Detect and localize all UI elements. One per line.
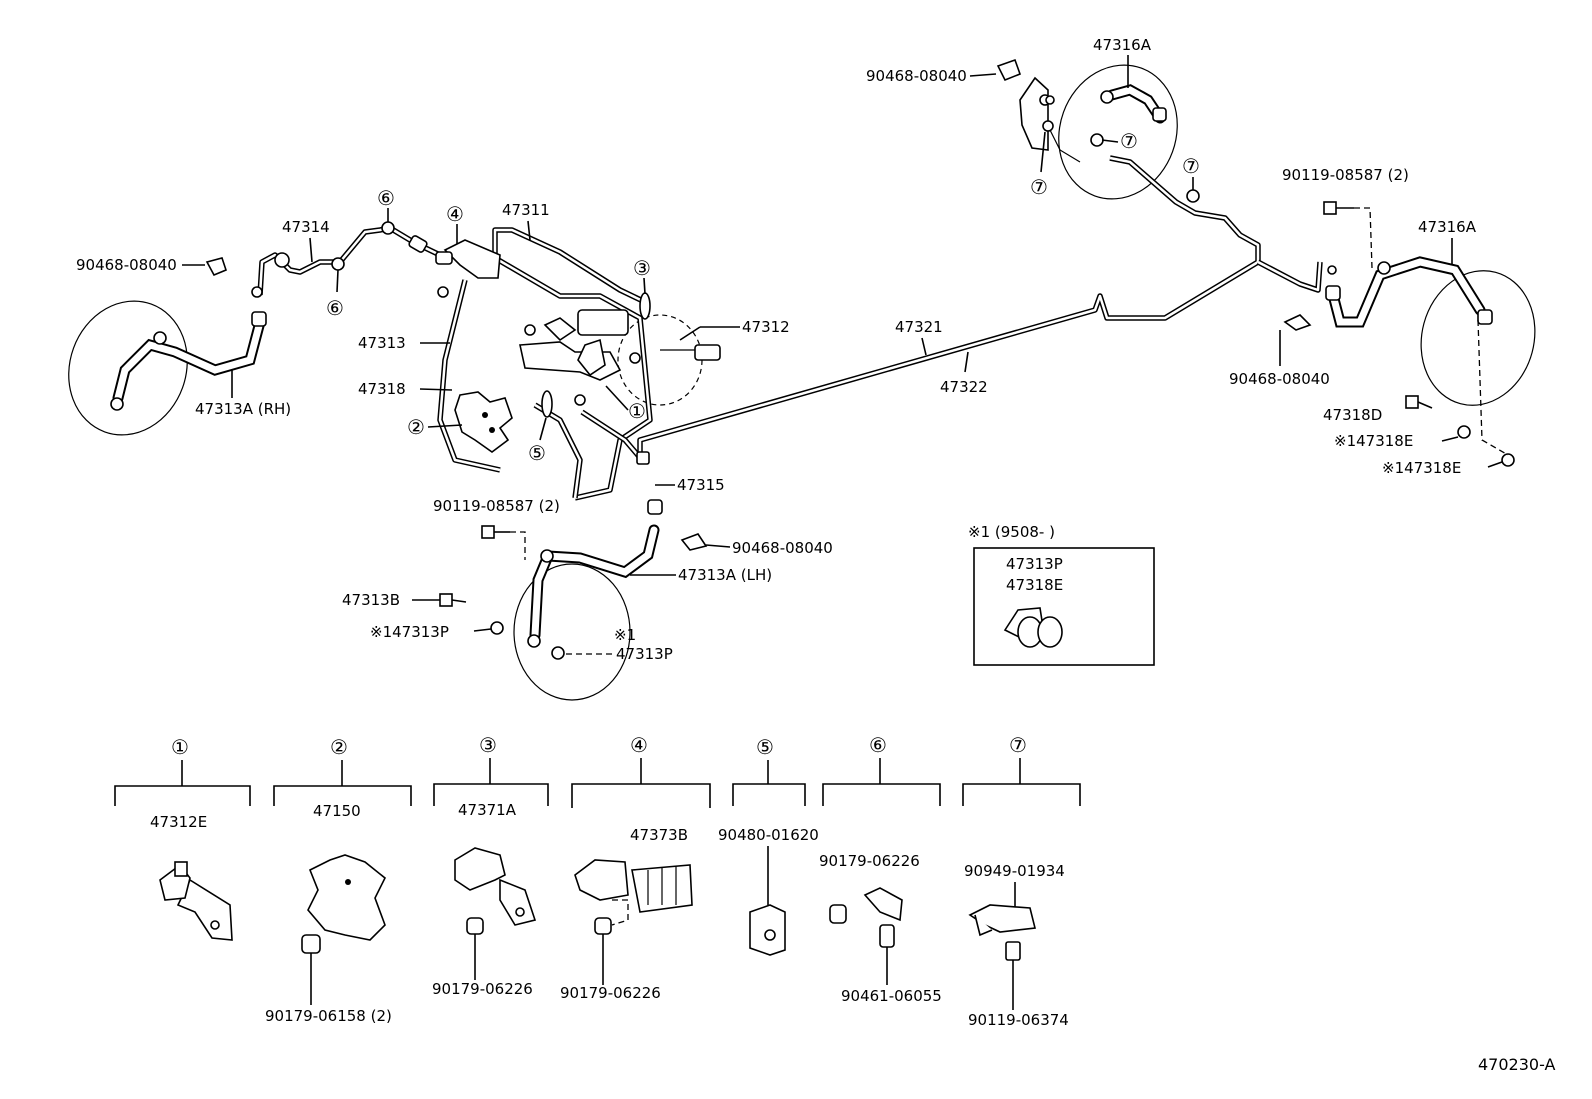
detail-7-part-b: 90119-06374 [968, 1011, 1069, 1029]
detail-4-callout: ④ [630, 733, 648, 757]
detail-group-5: ⑤ 90480-01620 [718, 735, 819, 956]
rear-lh-wheel-disc [1420, 270, 1536, 406]
callout-1: ① [628, 399, 646, 423]
pipe-47313 [437, 279, 501, 473]
label-47315: 47315 [677, 476, 725, 494]
detail-5-callout: ⑤ [756, 735, 774, 759]
label-90468-08040-left: 90468-08040 [76, 256, 177, 274]
callout-7-b: ⑦ [1182, 154, 1200, 178]
hose-47313A-rh [112, 316, 266, 404]
label-90468-08040-top: 90468-08040 [866, 67, 967, 85]
callout-4: ④ [446, 202, 464, 226]
rear-bracket [1019, 76, 1054, 151]
callout-6-bottom: ⑥ [326, 296, 344, 320]
label-147318E-a: ※147318E [1334, 432, 1413, 450]
reference-box: ※1 (9508- ) 47313P 47318E [968, 523, 1155, 666]
detail-group-1: ① 47312E [114, 735, 251, 941]
detail-group-2: ② 47150 90179-06158 (2) [265, 735, 412, 1025]
hose-47313A-lh [529, 524, 660, 641]
brake-actuator [454, 391, 513, 453]
label-47313P: 47313P [616, 645, 673, 663]
hose-47316A-rear-lh [1327, 256, 1486, 328]
diagram-id: 470230-A [1478, 1055, 1556, 1074]
detail-4-part-a: 47373B [630, 826, 688, 844]
detail-1-part-a: 47312E [150, 813, 207, 831]
label-47314: 47314 [282, 218, 330, 236]
callout-2: ② [407, 415, 425, 439]
detail-2-part-b: 90179-06158 (2) [265, 1007, 392, 1025]
bolts [205, 58, 1515, 660]
detail-group-6: ⑥ 90179-06226 90461-06055 [819, 733, 942, 1005]
callouts-main: ⑥ ⑥ ④ ③ ① ② ⑤ ⑦ ⑦ ⑦ [326, 129, 1200, 465]
label-note-1: ※1 [614, 626, 636, 644]
callout-3: ③ [633, 256, 651, 280]
rear-rh-wheel-disc [1058, 64, 1178, 200]
detail-7-callout: ⑦ [1009, 733, 1027, 757]
label-47322: 47322 [940, 378, 988, 396]
pipe-clips [110, 90, 1493, 648]
ref-box-line1: 47313P [1006, 555, 1063, 573]
detail-3-part-b: 90179-06226 [432, 980, 533, 998]
detail-2-part-a: 47150 [313, 802, 361, 820]
detail-6-part-a: 90179-06226 [819, 852, 920, 870]
callout-6-top: ⑥ [377, 186, 395, 210]
detail-6-part-b: 90461-06055 [841, 987, 942, 1005]
label-47313A-lh: 47313A (LH) [678, 566, 772, 584]
label-47311: 47311 [502, 201, 550, 219]
detail-4-part-b: 90179-06226 [560, 984, 661, 1002]
label-47312: 47312 [742, 318, 790, 336]
pipe-47321-47322 [637, 155, 1323, 460]
label-147318E-b: ※147318E [1382, 459, 1461, 477]
detail-6-callout: ⑥ [869, 733, 887, 757]
label-47316A-right: 47316A [1418, 218, 1477, 236]
label-90119-08587-left: 90119-08587 (2) [433, 497, 560, 515]
front-lh-wheel-disc [513, 563, 631, 701]
label-47318: 47318 [358, 380, 406, 398]
callout-5: ⑤ [528, 441, 546, 465]
master-cylinder [519, 309, 721, 381]
label-147313P: ※147313P [370, 623, 449, 641]
label-47316A-top: 47316A [1093, 36, 1152, 54]
detail-3-callout: ③ [479, 733, 497, 757]
detail-group-7: ⑦ 90949-01934 90119-06374 [962, 733, 1081, 1029]
detail-group-3: ③ 47371A 90179-06226 [432, 733, 549, 998]
callout-7-c: ⑦ [1030, 175, 1048, 199]
ref-box-header: ※1 (9508- ) [968, 523, 1055, 541]
pipe-front-lh [533, 402, 645, 499]
front-rh-wheel-disc [68, 300, 188, 436]
detail-7-part-a: 90949-01934 [964, 862, 1065, 880]
detail-3-part-a: 47371A [458, 801, 517, 819]
union-bracket-4 [443, 239, 501, 279]
part-labels: 47316A 90468-08040 90119-08587 (2) 47316… [76, 36, 1503, 663]
label-47313B: 47313B [342, 591, 400, 609]
detail-5-part-a: 90480-01620 [718, 826, 819, 844]
label-90468-08040-right: 90468-08040 [1229, 370, 1330, 388]
label-47313: 47313 [358, 334, 406, 352]
detail-1-callout: ① [171, 735, 189, 759]
detail-group-4: ④ 47373B 90179-06226 [560, 733, 711, 1002]
label-90119-08587-right: 90119-08587 (2) [1282, 166, 1409, 184]
dashed-leaders [510, 207, 1509, 655]
label-47318D: 47318D [1323, 406, 1382, 424]
callout-7-a: ⑦ [1120, 129, 1138, 153]
label-47313A-rh: 47313A (RH) [195, 400, 291, 418]
label-90468-08040-mid: 90468-08040 [732, 539, 833, 557]
detail-2-callout: ② [330, 735, 348, 759]
ref-box-line2: 47318E [1006, 576, 1063, 594]
label-47321: 47321 [895, 318, 943, 336]
